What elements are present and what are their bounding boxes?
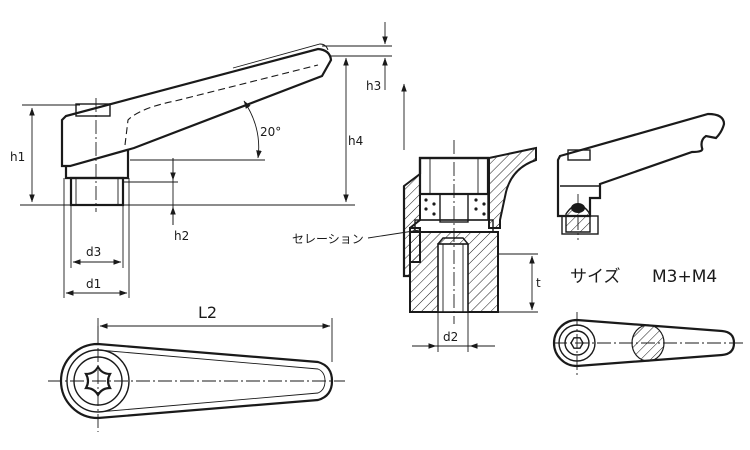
lever-hidden-line (124, 64, 319, 146)
l2-label: L2 (198, 303, 217, 322)
lever-top-outline (59, 342, 334, 420)
hub-circle-outer (66, 349, 130, 413)
t-label: t (536, 276, 541, 290)
thread-body (69, 176, 125, 207)
h3-label: h3 (366, 79, 381, 93)
d3-label: d3 (86, 245, 101, 259)
section-view: セレーション t d2 (292, 83, 541, 352)
torx-star-icon (84, 364, 112, 398)
serration-label: セレーション (292, 232, 364, 246)
small-screw-head (567, 149, 591, 161)
h1-label: h1 (10, 150, 25, 164)
angle-label: 20° (260, 125, 281, 139)
small-hatched-boss (631, 324, 665, 362)
d2-label: d2 (443, 330, 458, 344)
h2-label: h2 (174, 229, 189, 243)
spring-dots (424, 198, 486, 216)
small-lever-outline (556, 112, 726, 218)
screw-head-top (75, 103, 111, 117)
small-side-view (556, 112, 726, 240)
small-top-view (552, 312, 745, 376)
d1-label: d1 (86, 277, 101, 291)
lever-side-outline (60, 47, 333, 168)
small-hex-socket-icon (570, 337, 584, 349)
h4-label: h4 (348, 134, 363, 148)
size-value: M3+M4 (652, 267, 717, 287)
hub-circle-inner (73, 356, 123, 406)
top-view: L2 (48, 303, 345, 432)
lever-tip-line (232, 43, 329, 69)
angle-arc (243, 100, 262, 159)
side-view: h1 h2 20° h3 h4 d3 d1 (10, 22, 392, 298)
size-label: サイズ (570, 267, 621, 287)
